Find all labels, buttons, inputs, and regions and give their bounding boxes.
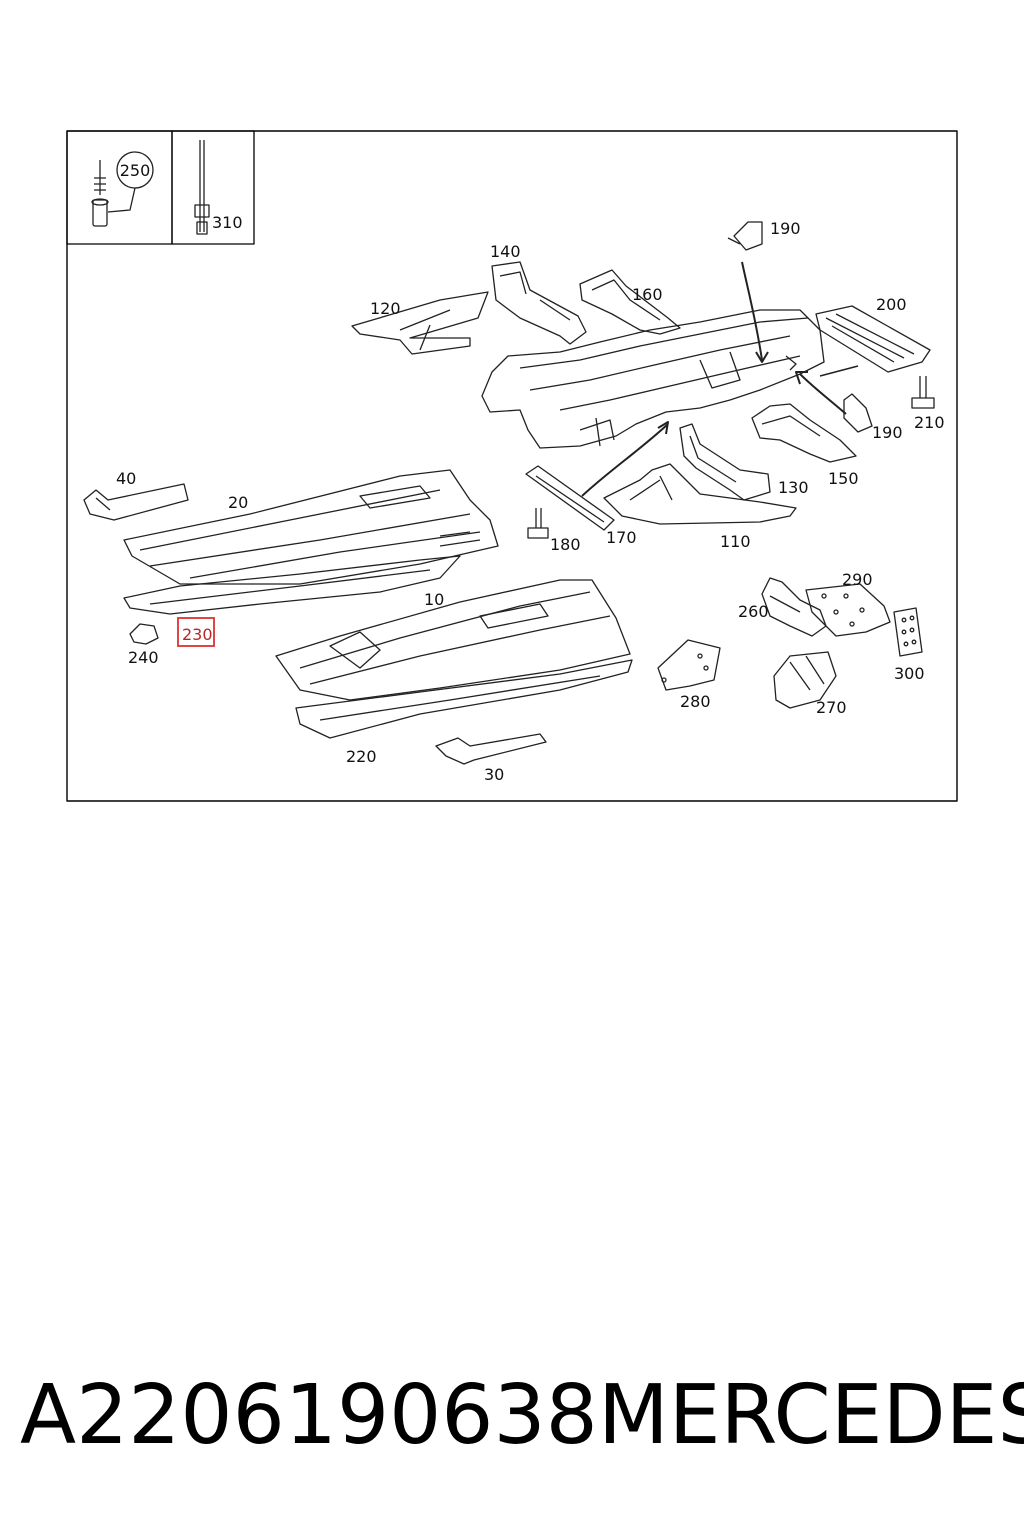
part-140 — [491, 261, 587, 345]
inset-box-310 — [171, 130, 255, 245]
caption-bar: A2206190638 MERCEDES — [0, 1368, 1024, 1478]
callout-150: 150 — [828, 469, 859, 488]
part-20 — [123, 469, 499, 585]
part-190-upper — [727, 221, 769, 363]
diagram-frame — [66, 130, 958, 802]
callout-290: 290 — [842, 570, 873, 589]
part-10 — [275, 579, 631, 701]
part-130 — [679, 423, 771, 501]
part-200 — [815, 305, 931, 373]
callout-270: 270 — [816, 698, 847, 717]
part-110 — [581, 421, 797, 525]
callout-130: 130 — [778, 478, 809, 497]
part-270 — [773, 651, 837, 709]
part-300 — [893, 607, 923, 657]
callout-280: 280 — [680, 692, 711, 711]
part-150 — [751, 403, 857, 463]
callout-300: 300 — [894, 664, 925, 683]
part-220 — [295, 659, 633, 739]
callout-260: 260 — [738, 602, 769, 621]
callout-120: 120 — [370, 299, 401, 318]
callout-200: 200 — [876, 295, 907, 314]
callout-30: 30 — [484, 765, 504, 784]
callout-20: 20 — [228, 493, 248, 512]
part-260 — [761, 577, 827, 637]
callout-110: 110 — [720, 532, 751, 551]
callout-190-upper: 190 — [770, 219, 801, 238]
part-230 — [123, 555, 461, 615]
callout-10: 10 — [424, 590, 444, 609]
brand-name: MERCEDES — [598, 1368, 1024, 1463]
highlight-box-230 — [177, 617, 215, 647]
callout-180: 180 — [550, 535, 581, 554]
part-central-frame — [481, 309, 825, 449]
part-120 — [351, 291, 489, 355]
part-160 — [579, 269, 681, 335]
part-250-fastener — [91, 151, 154, 227]
callout-210: 210 — [914, 413, 945, 432]
part-240-cap — [129, 623, 159, 645]
callout-230[interactable]: 230 — [182, 625, 213, 644]
part-170 — [525, 465, 615, 531]
callout-140: 140 — [490, 242, 521, 261]
part-180-bolt — [527, 508, 549, 539]
callout-240: 240 — [128, 648, 159, 667]
callout-40: 40 — [116, 469, 136, 488]
parts-diagram: 250 310 140 190 120 160 200 190 210 150 … — [66, 130, 958, 802]
callout-190-lower: 190 — [872, 423, 903, 442]
inset-box-250 — [66, 130, 173, 245]
part-number: A2206190638 — [20, 1368, 598, 1463]
part-40 — [83, 483, 189, 521]
part-310-bolt — [194, 140, 210, 235]
callout-170: 170 — [606, 528, 637, 547]
part-290 — [805, 583, 891, 637]
part-280 — [657, 639, 721, 691]
callout-310: 310 — [212, 213, 243, 232]
part-190-lower — [795, 365, 873, 433]
callout-160: 160 — [632, 285, 663, 304]
callout-250: 250 — [120, 161, 151, 180]
part-210-bolt — [911, 376, 935, 409]
part-30 — [435, 733, 547, 765]
callout-220: 220 — [346, 747, 377, 766]
